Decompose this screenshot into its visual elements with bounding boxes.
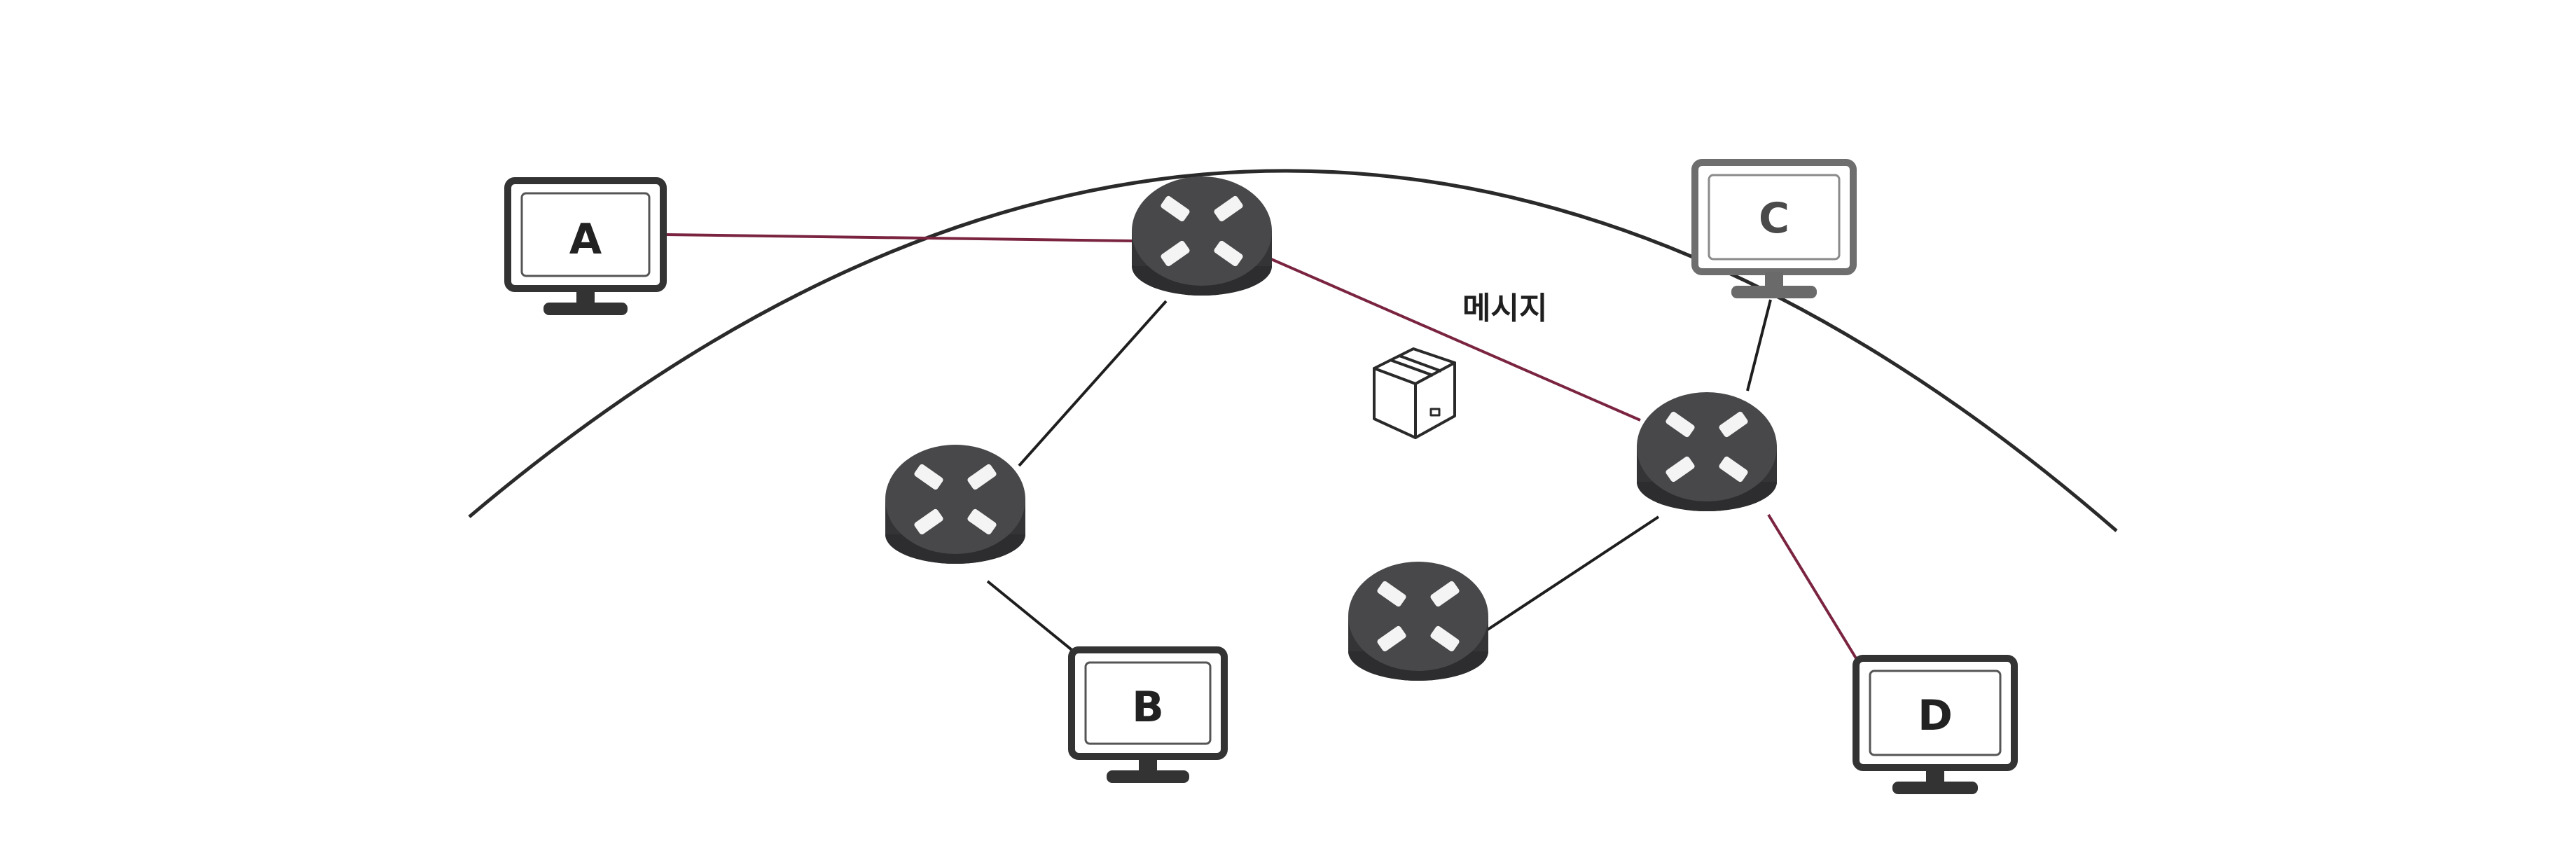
monitor-icon [504,177,667,315]
router-2 [885,445,1025,564]
message-path [665,233,1861,665]
monitor-icon [1691,159,1857,298]
router-4 [1348,562,1488,681]
monitor-icon [1068,646,1228,783]
host-d: D [1853,655,2018,794]
internet-boundary-arc [468,169,2118,532]
host-b: B [1068,646,1228,783]
link-r2-host-b [986,580,1083,660]
path-r1-r3 [1270,258,1641,422]
network-links [986,299,1772,660]
host-a: A [504,177,667,315]
link-r3-r4 [1480,515,1660,635]
package-box-icon [1373,347,1456,439]
host-b-label: B [1132,683,1164,732]
message-label: 메시지 [1462,291,1547,326]
path-host-a-r1 [665,233,1134,242]
path-r3-host-d [1767,513,1861,665]
host-a-label: A [569,215,602,264]
monitor-icon [1853,655,2018,794]
router-1 [1132,176,1272,296]
router-3 [1637,392,1777,511]
host-c-label: C [1759,194,1789,243]
link-r1-r2 [1018,300,1168,467]
host-d-label: D [1918,691,1953,740]
link-r3-host-c [1746,299,1772,391]
host-c: C [1691,159,1857,298]
